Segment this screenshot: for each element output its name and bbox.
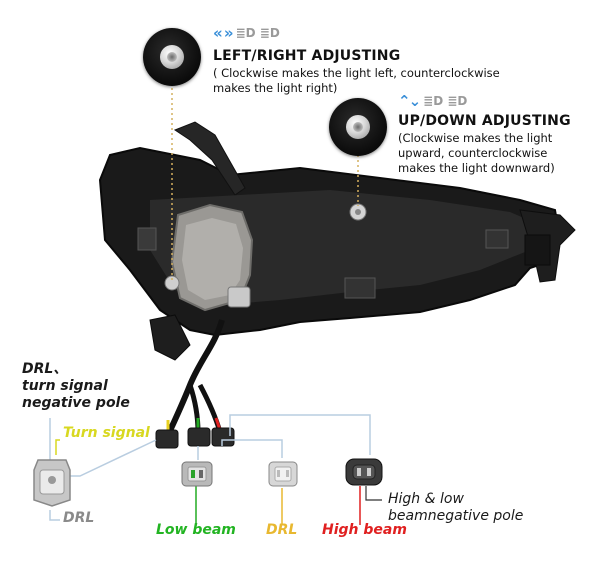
chevron-left-right-icon: « » <box>213 24 234 42</box>
drl-negative-label-line1: DRL、 <box>22 361 68 377</box>
left-right-title: LEFT/RIGHT ADJUSTING <box>213 48 401 64</box>
left-right-arrow-icons: « » ≣D ≣D <box>213 24 280 42</box>
headlight-beam-icon: ≣D ≣D <box>235 26 280 40</box>
high-beam-connector <box>345 458 383 486</box>
up-down-desc-line1: (Clockwise makes the light <box>398 131 553 145</box>
up-down-title: UP/DOWN ADJUSTING <box>398 113 571 129</box>
up-down-desc-line3: makes the light downward) <box>398 161 555 175</box>
high-low-negative-label-line1: High & low <box>388 491 464 507</box>
drl-turn-connector <box>33 459 71 507</box>
up-down-desc-line2: upward, counterclockwise <box>398 146 548 160</box>
drl-connector <box>268 461 298 487</box>
drl-negative-label-line3: negative pole <box>22 395 130 411</box>
drl-label-left: DRL <box>63 510 95 526</box>
chevron-up-down-icon: ⌃⌄ <box>398 92 421 110</box>
up-down-adjust-knob <box>329 98 387 156</box>
up-down-arrow-icons: ⌃⌄ ≣D ≣D <box>398 92 467 110</box>
low-beam-label: Low beam <box>156 522 236 538</box>
drl-label: DRL <box>266 522 298 538</box>
turn-signal-label: Turn signal <box>63 425 150 441</box>
left-right-desc-line2: makes the light right) <box>213 81 338 95</box>
headlight-beam-icon: ≣D ≣D <box>423 94 468 108</box>
drl-negative-label-line2: turn signal <box>22 378 108 394</box>
high-beam-label: High beam <box>322 522 407 538</box>
high-low-negative-label-line2: beamnegative pole <box>388 508 524 524</box>
left-right-desc-line1: ( Clockwise makes the light left, counte… <box>213 66 500 80</box>
low-beam-connector <box>181 461 213 487</box>
left-right-adjust-knob <box>143 28 201 86</box>
